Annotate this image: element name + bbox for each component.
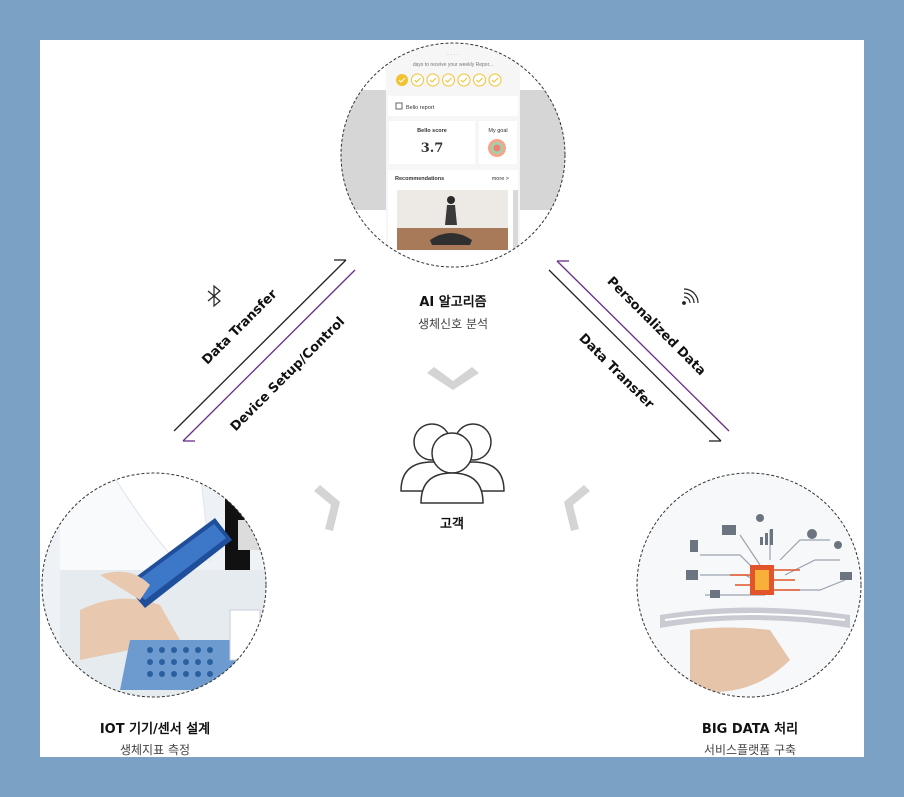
day-check-5	[457, 73, 471, 87]
bello-report-label[interactable]: Bello report	[406, 105, 435, 111]
report-icon	[395, 102, 403, 110]
chevron-left-icon	[564, 485, 590, 531]
bigdata-node-title: BIG DATA 처리	[701, 722, 799, 737]
right-arrow-inner	[548, 269, 722, 442]
day-check-1	[396, 74, 408, 86]
iot-node-image	[41, 472, 267, 698]
day-check-4	[442, 73, 455, 87]
bigdata-node-subtitle: 서비스플랫폼 구축	[703, 743, 797, 757]
check-icon	[491, 77, 499, 83]
recommendations-label: Recommendations	[395, 176, 444, 182]
chevron-down-icon	[427, 367, 479, 390]
ai-node-subtitle: 생체신호 분석	[417, 317, 489, 331]
iot-node-title: IOT 기기/센서 설계	[99, 722, 211, 737]
ai-node-title: AI 알고리즘	[419, 295, 487, 310]
bello-score-label: Bello score	[417, 128, 447, 134]
bigdata-node-image	[636, 472, 862, 698]
ai-node-image: . . . . days to receive your weekly Repo…	[340, 42, 566, 268]
customer-group-icon	[400, 423, 505, 504]
phone-header-text: days to receive your weekly Repor...	[413, 62, 493, 68]
check-icon	[476, 77, 483, 83]
wifi-icon	[682, 288, 699, 305]
day-check-6	[473, 73, 486, 87]
check-icon	[445, 77, 452, 83]
my-goal-label: My goal	[488, 128, 507, 134]
check-icon	[460, 77, 468, 83]
bello-score-value: 3.7	[421, 141, 444, 156]
weekly-checks	[396, 73, 502, 87]
iot-node-subtitle: 생체지표 측정	[119, 743, 191, 757]
check-icon	[414, 77, 421, 83]
day-check-7	[488, 73, 502, 87]
more-link[interactable]: more >	[492, 176, 509, 182]
chevron-right-icon	[314, 485, 340, 531]
day-check-3	[426, 73, 440, 87]
left-arrow-inner	[182, 269, 356, 442]
day-check-2	[411, 73, 424, 87]
right-arrow-outer	[556, 260, 730, 432]
check-icon	[398, 77, 406, 83]
bluetooth-icon	[207, 284, 221, 308]
check-icon	[429, 77, 437, 83]
left-arrow-outer	[173, 259, 347, 432]
svg-text:. . . .: . . . .	[447, 51, 459, 57]
customer-label: 고객	[440, 516, 464, 532]
